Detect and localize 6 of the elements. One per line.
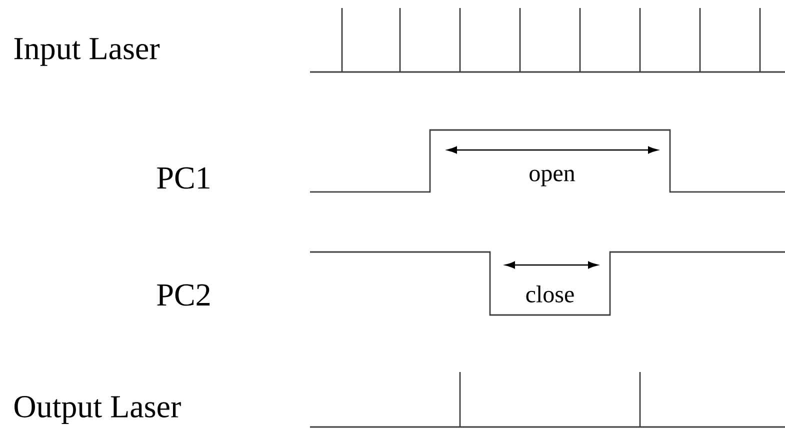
signal-label: PC1 xyxy=(157,167,210,189)
duration-label: close xyxy=(526,286,574,302)
signal-label: Input Laser xyxy=(14,38,160,66)
signal-label: PC2 xyxy=(157,284,210,306)
duration-label: open xyxy=(530,170,575,186)
signal-label: Output Laser xyxy=(14,396,181,424)
